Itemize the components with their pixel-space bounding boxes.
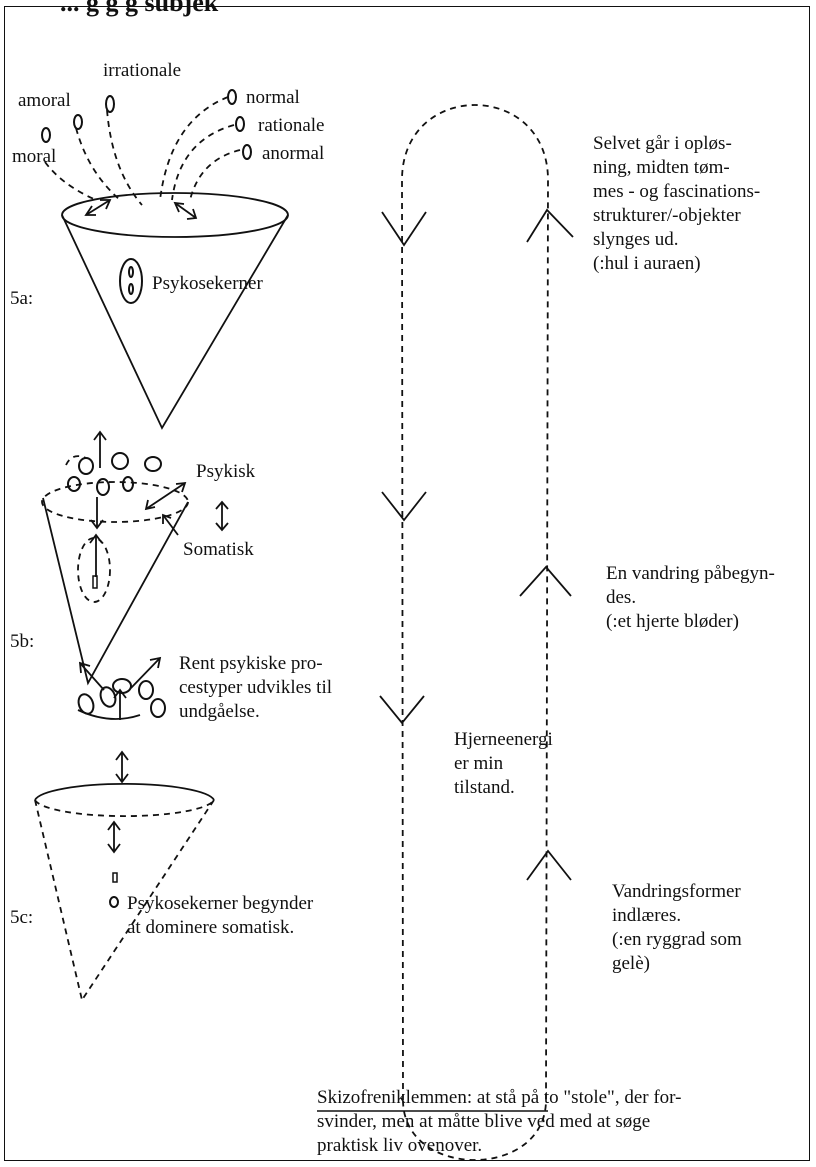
loop-text-mid: En vandring påbegyn- des. (:et hjerte bl… [606,563,775,632]
loop-text-lower: Vandringsformer indlæres. (:en ryggrad s… [612,881,742,974]
psychic-label-5b: Psykisk [196,461,256,482]
term-circles-5a [41,89,252,160]
cone-5b [41,481,189,686]
term-normal: normal [246,87,300,108]
rim-arrows-5a [84,199,198,220]
panel-label-5a: 5a: [10,288,34,309]
psychosis-core-5a [119,258,143,304]
footer-line-1: at stå på to "stole", der for- [472,1087,682,1108]
term-irrationale: irrationale [103,60,182,81]
footer-line-2: svinder, men at måtte blive ved med at s… [317,1111,651,1132]
term-curves-5a [44,96,241,206]
loop-chevrons [379,208,574,881]
psychosis-core-text-5c: Psykosekerner begynder at dominere somat… [127,893,314,938]
cone-5c [34,782,215,1001]
process-text-5c: Rent psykiske pro- cestyper udvikles til… [179,653,333,722]
footer-line-3: praktisk liv ovenover. [317,1135,483,1156]
term-moral: moral [12,146,57,167]
term-anormal: anormal [262,143,325,164]
footer-term: Skizofreniklemmen: [317,1087,473,1108]
vertical-arrows-5c [107,750,129,908]
diagram-frame [4,6,810,1161]
particles-5b [65,430,187,511]
page-title-fragment: ... g g g subjek [60,0,219,17]
psychosis-core-5b [77,533,111,603]
somatic-label-5b: Somatisk [183,539,254,560]
cone-5a [61,192,289,430]
psychic-somatic-arrows-5b [90,497,229,536]
process-cluster-5c [77,656,166,720]
loop-text-top: Selvet går i opløs- ning, midten tøm- me… [593,133,761,274]
term-rationale: rationale [258,115,325,136]
panel-label-5c: 5c: [10,907,34,928]
term-amoral: amoral [18,90,71,111]
loop-text-center: Hjerneenergi er min tilstand. [454,729,553,798]
dashed-loop [401,104,549,1161]
footer-caption: Skizofreniklemmen: at stå på to "stole",… [317,1086,681,1158]
panel-label-5b: 5b: [10,631,35,652]
psychosis-core-label-5a: Psykosekerner [152,273,263,294]
